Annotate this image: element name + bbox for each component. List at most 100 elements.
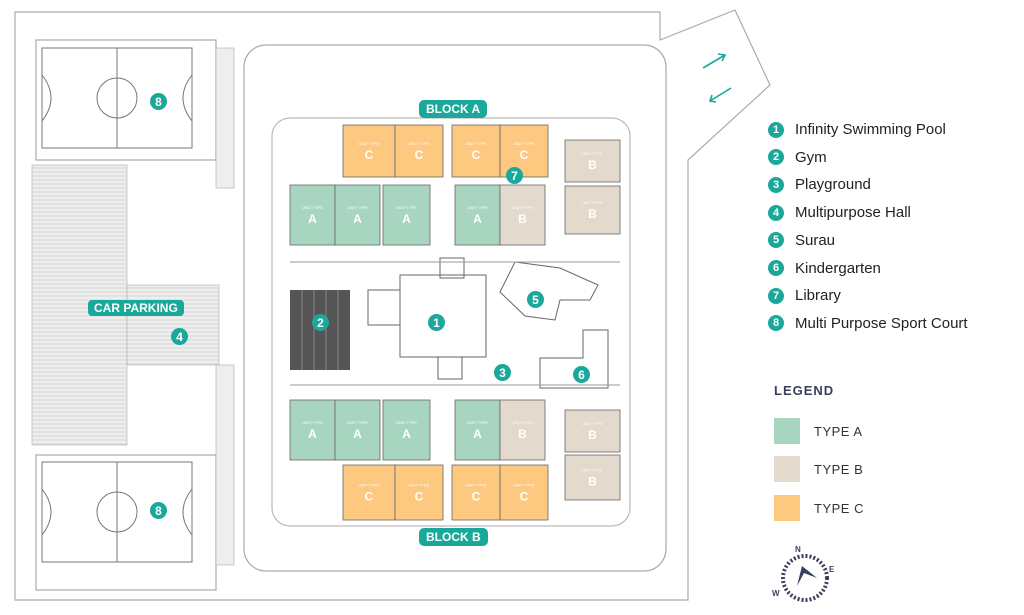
unit-type-a: UNIT TYPE A xyxy=(382,399,431,461)
sport-court-top-area xyxy=(35,39,217,161)
unit-letter: B xyxy=(588,475,597,489)
compass-icon: N E W xyxy=(772,545,835,602)
surau-building xyxy=(499,261,599,321)
amenity-number: 7 xyxy=(768,287,784,304)
amenity-item: 8 Multi Purpose Sport Court xyxy=(768,315,968,332)
amenity-label: Multi Purpose Sport Court xyxy=(795,314,968,332)
podium-outline xyxy=(243,44,667,572)
marker-3: 3 xyxy=(494,364,511,381)
unit-letter: A xyxy=(308,212,317,226)
unit-caption: UNIT TYPE xyxy=(514,141,535,146)
amenity-item: 2 Gym xyxy=(768,149,827,166)
unit-caption: UNIT TYPE xyxy=(582,200,603,205)
unit-caption: UNIT TYPE xyxy=(467,420,488,425)
svg-text:N: N xyxy=(795,545,801,554)
amenity-number: 6 xyxy=(768,260,784,276)
legend-label: TYPE A xyxy=(814,423,863,439)
unit-letter: B xyxy=(588,158,597,172)
unit-letter: B xyxy=(518,427,527,441)
unit-caption: UNIT TYPE xyxy=(467,205,488,210)
amenity-label: Surau xyxy=(795,231,836,249)
legend-label: TYPE B xyxy=(814,461,864,477)
marker-2: 2 xyxy=(312,314,329,331)
amenity-label: Playground xyxy=(795,176,871,194)
amenity-number: 2 xyxy=(768,149,784,166)
marker-7: 7 xyxy=(506,167,523,184)
marker-4: 4 xyxy=(171,328,188,345)
unit-letter: A xyxy=(473,212,482,226)
unit-letter: A xyxy=(473,427,482,441)
type-a-swatch xyxy=(774,418,800,444)
amenity-number: 8 xyxy=(768,315,784,332)
legend-title: LEGEND xyxy=(774,383,835,398)
amenity-number: 1 xyxy=(768,121,784,138)
car-parking-label: CAR PARKING xyxy=(88,300,184,316)
unit-caption: UNIT TYPE xyxy=(514,483,535,488)
unit-letter: B xyxy=(518,212,527,226)
unit-letter: A xyxy=(402,427,411,441)
svg-text:W: W xyxy=(772,589,780,598)
marker-1: 1 xyxy=(428,314,445,331)
entry-exit-arrows-icon xyxy=(702,53,732,103)
unit-caption: UNIT TYPE xyxy=(466,141,487,146)
unit-type-a: UNIT TYPE A xyxy=(454,399,501,461)
unit-letter: B xyxy=(588,207,597,221)
legend-type-a: TYPE A xyxy=(774,418,863,444)
unit-type-a: UNIT TYPE A xyxy=(289,184,336,246)
unit-caption: UNIT TYPE xyxy=(302,420,323,425)
unit-letter: C xyxy=(520,148,529,162)
unit-type-b: UNIT TYPE B xyxy=(564,185,621,235)
unit-type-c: UNIT TYPE C xyxy=(342,124,396,178)
amenity-number: 3 xyxy=(768,176,784,193)
sport-court-top xyxy=(41,47,193,149)
unit-caption: UNIT TYPE xyxy=(582,151,603,156)
unit-type-c: UNIT TYPE C xyxy=(451,124,501,178)
marker-6: 6 xyxy=(573,366,590,383)
svg-text:E: E xyxy=(829,565,835,574)
unit-type-c: UNIT TYPE C xyxy=(499,464,549,521)
amenity-item: 5 Surau xyxy=(768,232,835,249)
unit-letter: A xyxy=(402,212,411,226)
type-b-swatch xyxy=(774,456,800,482)
unit-letter: C xyxy=(520,490,529,504)
block-a-label: BLOCK A xyxy=(419,100,488,118)
unit-letter: A xyxy=(353,212,362,226)
unit-letter: C xyxy=(472,148,481,162)
legend-label: TYPE C xyxy=(814,500,864,516)
marker-5: 5 xyxy=(527,291,544,308)
amenity-item: 7 Library xyxy=(768,287,841,304)
unit-type-b: UNIT TYPE B xyxy=(564,139,621,183)
unit-letter: C xyxy=(415,148,424,162)
unit-letter: C xyxy=(365,148,374,162)
amenity-label: Kindergarten xyxy=(795,259,881,277)
amenity-item: 3 Playground xyxy=(768,176,871,193)
unit-caption: UNIT TYPE xyxy=(396,420,417,425)
unit-type-a: UNIT TYPE A xyxy=(454,184,501,246)
swimming-pool xyxy=(399,274,487,358)
kindergarten-building xyxy=(539,329,609,389)
unit-caption: UNIT TYPE xyxy=(359,141,380,146)
block-b-label: BLOCK B xyxy=(419,528,488,546)
amenity-label: Gym xyxy=(795,148,827,166)
legend-type-c: TYPE C xyxy=(774,495,864,521)
tower-outline xyxy=(271,117,631,527)
type-c-swatch xyxy=(774,495,800,521)
marker-8-bottom: 8 xyxy=(150,502,167,519)
marker-8-top: 8 xyxy=(150,93,167,110)
unit-caption: UNIT TYPE xyxy=(347,205,368,210)
sport-court-bottom xyxy=(41,461,193,563)
amenity-number: 5 xyxy=(768,232,784,249)
unit-caption: UNIT TYPE xyxy=(302,205,323,210)
unit-caption: UNIT TYPE xyxy=(409,141,430,146)
amenity-number: 4 xyxy=(768,204,784,221)
amenity-label: Infinity Swimming Pool xyxy=(795,121,946,138)
amenity-label: Library xyxy=(795,287,841,305)
